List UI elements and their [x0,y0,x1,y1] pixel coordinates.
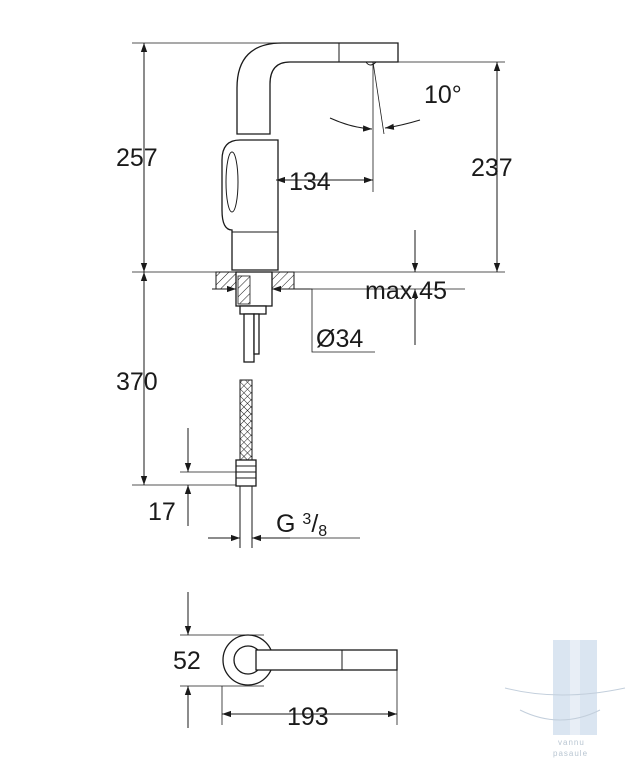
watermark-logo: vannu pasaule [504,640,626,758]
faucet-side-view [221,42,399,271]
dim-reach: 134 [289,168,331,196]
dim-height-total: 257 [116,144,158,172]
dim-hose-length: 370 [116,368,158,396]
thread-prefix: G [276,510,302,538]
watermark-text-1: vannu [558,738,585,747]
dim-max-thickness: max.45 [365,277,447,305]
thread-slash: / [311,510,318,538]
extension-lines [132,42,505,486]
dim-width: 52 [173,647,201,675]
dim-hole-diameter: Ø34 [316,325,363,353]
watermark-text-2: pasaule [553,749,588,758]
countertop-section [215,271,295,363]
supply-hose [235,379,257,548]
faucet-top-view [180,592,398,728]
thread-numerator: 3 [302,511,311,528]
dim-angle: 10° [424,81,462,109]
thread-denominator: 8 [318,523,327,540]
dim-thread: G 3/8 [276,510,327,540]
dim-height-spout: 237 [471,154,513,182]
dimension-labels: 257 237 134 10° max.45 Ø34 370 17 G 3/8 … [116,81,513,731]
dim-length: 193 [287,703,329,731]
dimension-lines [140,43,501,542]
dim-connector: 17 [148,498,176,526]
